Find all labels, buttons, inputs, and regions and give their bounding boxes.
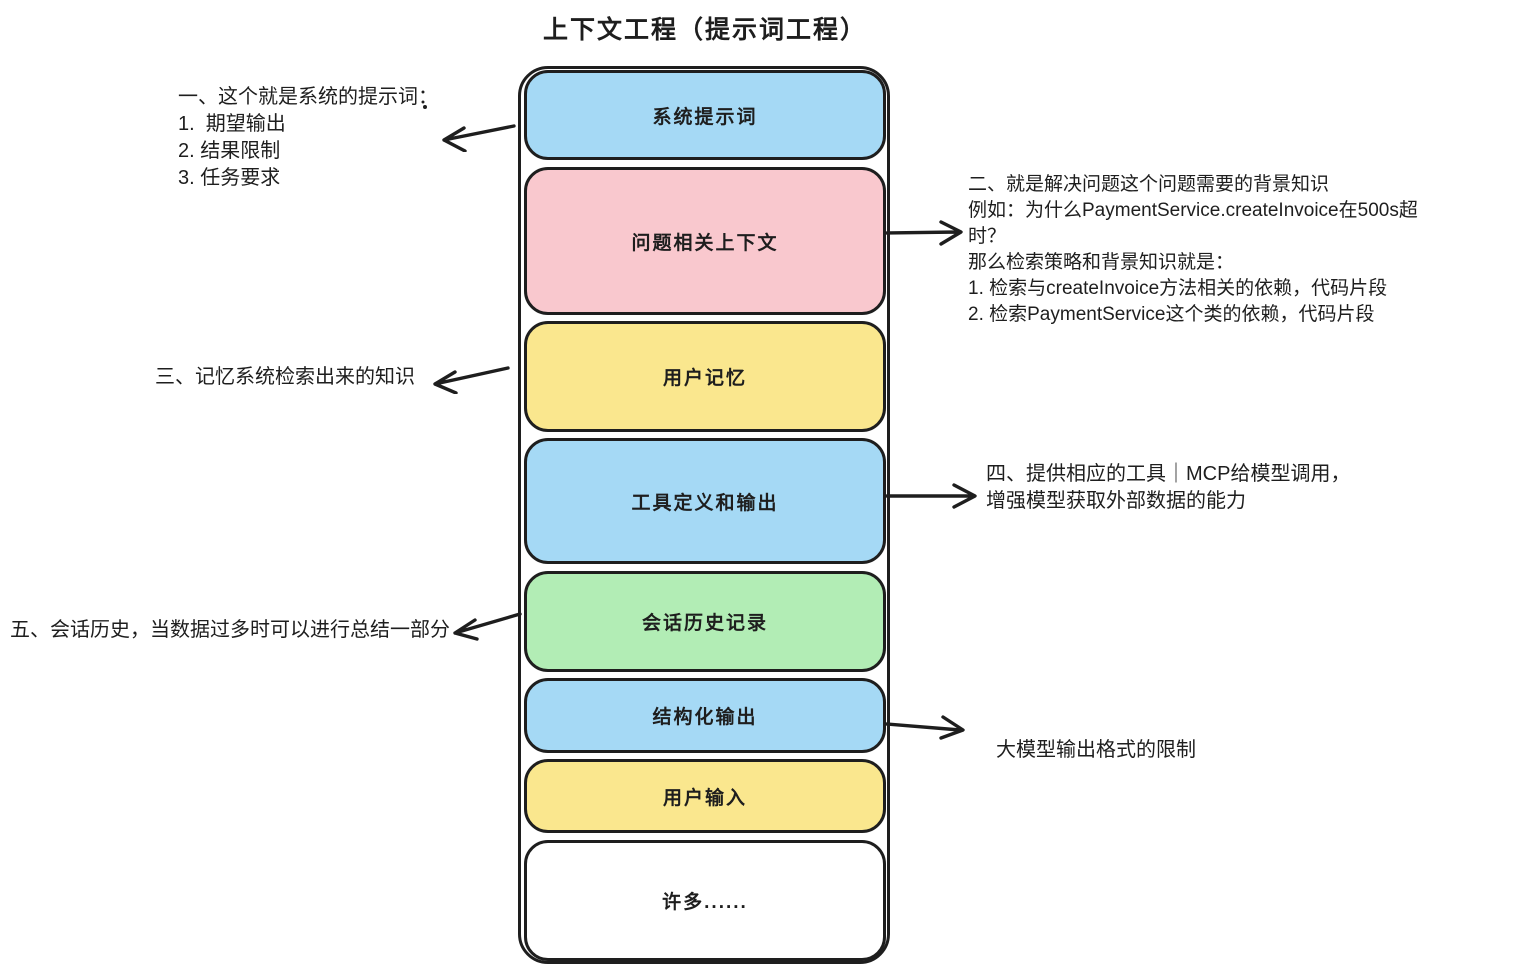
note-system-prompt: 一、这个就是系统的提示词： 1. 期望输出 2. 结果限制 3. 任务要求 bbox=[178, 84, 438, 192]
arrow-left-icon bbox=[453, 612, 522, 641]
note-problem-context-line: 例如：为什么PaymentService.createInvoice在500s超 bbox=[968, 200, 1418, 221]
note-system-prompt-line: 3. 任务要求 bbox=[178, 167, 281, 189]
box-problem-context: 问题相关上下文 bbox=[524, 167, 886, 315]
arrow-right-icon bbox=[885, 483, 977, 509]
note-tools-mcp-line: 增强模型获取外部数据的能力 bbox=[986, 490, 1246, 512]
diagram-title: 上下文工程（提示词工程） bbox=[542, 16, 867, 44]
box-session-history-label: 会话历史记录 bbox=[641, 613, 768, 634]
box-many-more-label: 许多...... bbox=[662, 892, 748, 913]
box-user-memory: 用户记忆 bbox=[524, 321, 886, 432]
note-problem-context-line: 1. 检索与createInvoice方法相关的依赖，代码片段 bbox=[968, 278, 1388, 299]
box-problem-context-label: 问题相关上下文 bbox=[631, 232, 779, 254]
box-structured-output-label: 结构化输出 bbox=[652, 707, 758, 728]
box-system-prompt-label: 系统提示词 bbox=[652, 106, 758, 128]
box-user-memory-label: 用户记忆 bbox=[662, 368, 747, 389]
arrow-right-icon bbox=[885, 220, 963, 246]
note-problem-context-line: 时？ bbox=[968, 226, 1007, 247]
note-problem-context-line: 二、就是解决问题这个问题需要的背景知识 bbox=[968, 174, 1330, 195]
box-tool-definition: 工具定义和输出 bbox=[524, 438, 886, 564]
note-user-memory: 三、记忆系统检索出来的知识 bbox=[155, 366, 415, 388]
box-many-more: 许多...... bbox=[524, 840, 886, 961]
note-system-prompt-line: 2. 结果限制 bbox=[178, 140, 281, 162]
box-tool-definition-label: 工具定义和输出 bbox=[631, 492, 779, 514]
stray-dot bbox=[423, 105, 427, 109]
arrow-right-icon bbox=[885, 715, 965, 740]
note-output-format: 大模型输出格式的限制 bbox=[996, 739, 1196, 761]
note-tools-mcp: 四、提供相应的工具｜MCP给模型调用， 增强模型获取外部数据的能力 bbox=[986, 461, 1350, 515]
box-user-input-label: 用户输入 bbox=[662, 787, 747, 809]
arrow-left-icon bbox=[433, 366, 510, 394]
note-problem-context: 二、就是解决问题这个问题需要的背景知识 例如：为什么PaymentService… bbox=[968, 172, 1418, 328]
note-system-prompt-line: 1. 期望输出 bbox=[178, 113, 286, 135]
box-session-history: 会话历史记录 bbox=[524, 571, 886, 672]
box-system-prompt: 系统提示词 bbox=[524, 70, 886, 160]
note-problem-context-line: 2. 检索PaymentService这个类的依赖，代码片段 bbox=[968, 304, 1375, 325]
note-tools-mcp-line: 四、提供相应的工具｜MCP给模型调用， bbox=[986, 463, 1351, 485]
note-session-history: 五、会话历史，当数据过多时可以进行总结一部分 bbox=[10, 619, 450, 641]
arrow-left-icon bbox=[442, 124, 516, 152]
note-problem-context-line: 那么检索策略和背景知识就是： bbox=[968, 252, 1235, 273]
note-system-prompt-line: 一、这个就是系统的提示词： bbox=[178, 86, 438, 108]
box-user-input: 用户输入 bbox=[524, 759, 886, 833]
box-structured-output: 结构化输出 bbox=[524, 678, 886, 753]
